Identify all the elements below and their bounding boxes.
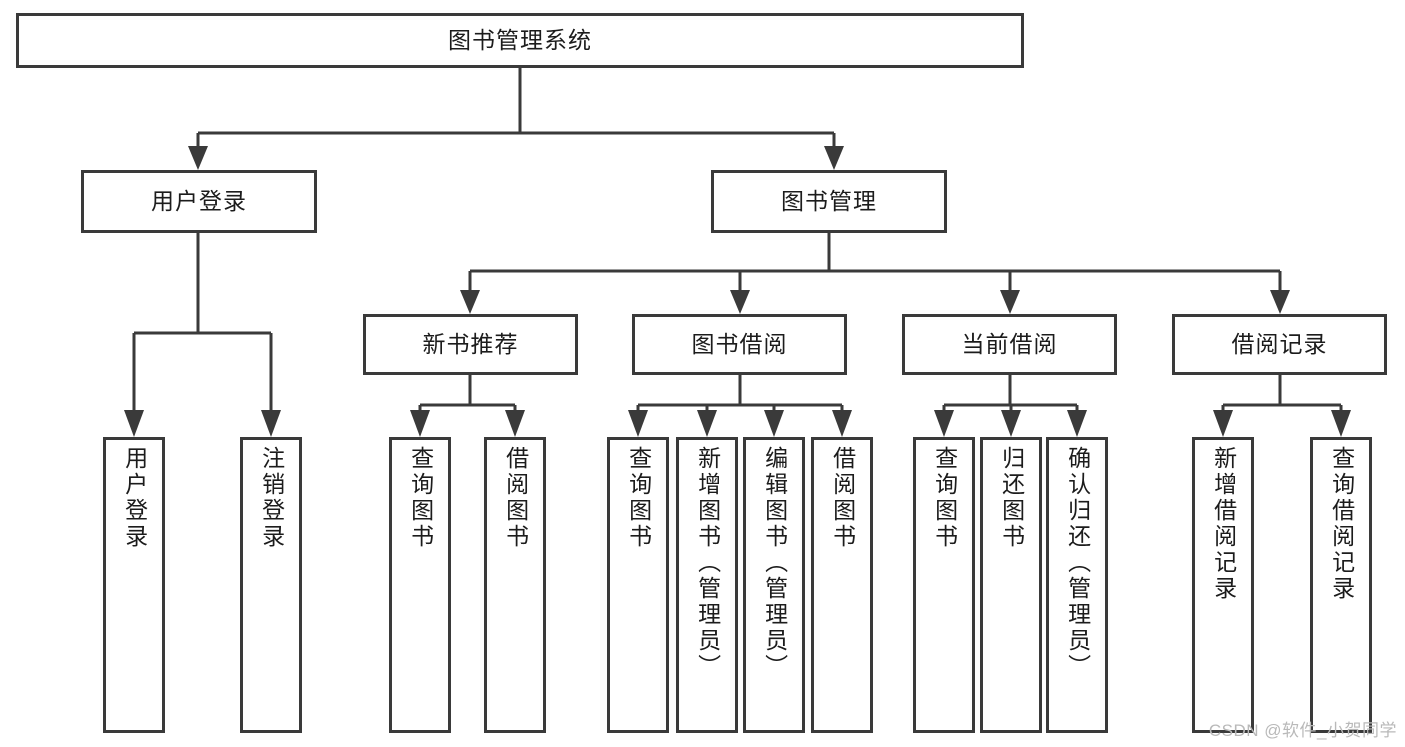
node-user-login-label: 用户登录 <box>151 187 247 214</box>
node-book-management-label: 图书管理 <box>781 187 877 214</box>
csdn-watermark: CSDN @软件_小贺同学 <box>1208 721 1397 740</box>
leaf-return-book-label: 归还图书 <box>998 446 1025 550</box>
arrow-leaf-10 <box>1001 410 1021 437</box>
leaf-borrow-book-2-label: 借阅图书 <box>829 446 856 550</box>
arrow-to-new-book <box>460 290 480 314</box>
arrow-leaf-3 <box>410 410 430 437</box>
leaf-search-book-1[interactable]: 查询图书 <box>389 437 451 733</box>
arrow-to-user-login <box>188 146 208 170</box>
node-root-label: 图书管理系统 <box>448 26 592 53</box>
leaf-confirm-return-admin-label: 确认归还（管理员） <box>1064 446 1091 680</box>
arrow-to-book-borrow <box>730 290 750 314</box>
leaf-confirm-return-admin[interactable]: 确认归还（管理员） <box>1046 437 1108 733</box>
arrow-leaf-13 <box>1331 410 1351 437</box>
leaf-edit-book-admin[interactable]: 编辑图书（管理员） <box>743 437 805 733</box>
leaf-search-book-3-label: 查询图书 <box>931 446 958 550</box>
arrow-leaf-5 <box>628 410 648 437</box>
leaf-add-borrow-record-label: 新增借阅记录 <box>1210 446 1237 602</box>
node-book-borrow-label: 图书借阅 <box>691 330 788 357</box>
leaf-user-login-label: 用户登录 <box>121 446 148 550</box>
leaf-add-borrow-record[interactable]: 新增借阅记录 <box>1192 437 1254 733</box>
node-user-login[interactable]: 用户登录 <box>81 170 317 233</box>
arrow-to-book-mgmt <box>824 146 844 170</box>
leaf-user-login[interactable]: 用户登录 <box>103 437 165 733</box>
leaf-edit-book-admin-label: 编辑图书（管理员） <box>761 446 788 680</box>
node-book-management[interactable]: 图书管理 <box>711 170 947 233</box>
leaf-logout-label: 注销登录 <box>258 446 285 550</box>
node-current-borrow[interactable]: 当前借阅 <box>902 314 1117 375</box>
leaf-add-book-admin[interactable]: 新增图书（管理员） <box>676 437 738 733</box>
leaf-search-book-1-label: 查询图书 <box>407 446 434 550</box>
arrow-leaf-6 <box>697 410 717 437</box>
leaf-add-book-admin-label: 新增图书（管理员） <box>694 446 721 680</box>
node-borrow-record-label: 借阅记录 <box>1231 330 1328 357</box>
node-current-borrow-label: 当前借阅 <box>961 330 1058 357</box>
leaf-borrow-book-1[interactable]: 借阅图书 <box>484 437 546 733</box>
node-borrow-record[interactable]: 借阅记录 <box>1172 314 1387 375</box>
leaf-logout[interactable]: 注销登录 <box>240 437 302 733</box>
leaf-search-borrow-record[interactable]: 查询借阅记录 <box>1310 437 1372 733</box>
leaf-search-book-3[interactable]: 查询图书 <box>913 437 975 733</box>
arrow-leaf-7 <box>764 410 784 437</box>
node-book-borrow[interactable]: 图书借阅 <box>632 314 847 375</box>
arrow-leaf-8 <box>832 410 852 437</box>
node-new-book-recommend[interactable]: 新书推荐 <box>363 314 578 375</box>
arrow-leaf-1 <box>124 410 144 437</box>
arrow-leaf-9 <box>934 410 954 437</box>
leaf-search-book-2[interactable]: 查询图书 <box>607 437 669 733</box>
arrowheads <box>124 146 1351 437</box>
arrow-leaf-2 <box>261 410 281 437</box>
leaf-borrow-book-2[interactable]: 借阅图书 <box>811 437 873 733</box>
arrow-to-borrow-record <box>1270 290 1290 314</box>
leaf-search-book-2-label: 查询图书 <box>625 446 652 550</box>
leaf-search-borrow-record-label: 查询借阅记录 <box>1328 446 1355 602</box>
leaf-borrow-book-1-label: 借阅图书 <box>502 446 529 550</box>
node-root[interactable]: 图书管理系统 <box>16 13 1024 68</box>
arrow-to-current-borrow <box>1000 290 1020 314</box>
arrow-leaf-11 <box>1067 410 1087 437</box>
arrow-leaf-12 <box>1213 410 1233 437</box>
leaf-return-book[interactable]: 归还图书 <box>980 437 1042 733</box>
arrow-leaf-4 <box>505 410 525 437</box>
node-new-book-recommend-label: 新书推荐 <box>422 330 519 357</box>
